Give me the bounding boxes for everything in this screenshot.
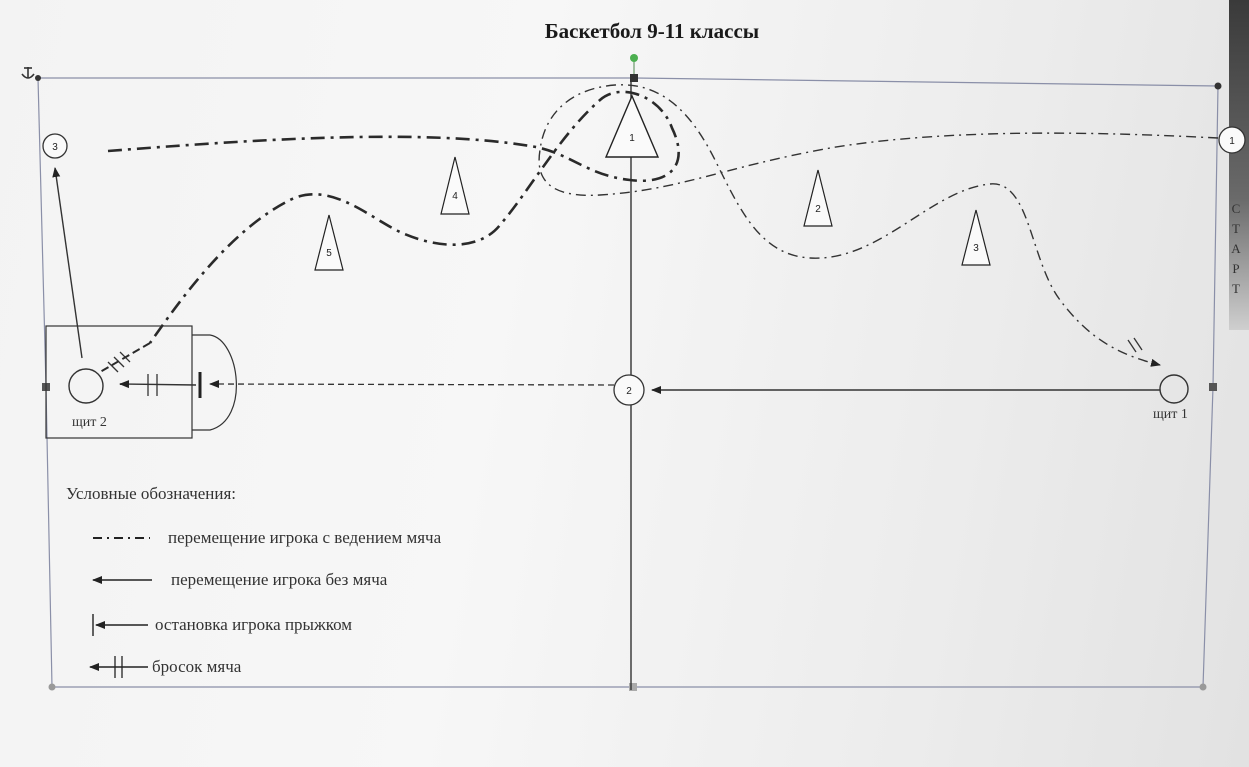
- svg-text:С: С: [1232, 201, 1241, 216]
- cone-1: [604, 94, 660, 158]
- svg-text:Т: Т: [1232, 281, 1240, 296]
- marker-circle-1-label: 1: [1229, 136, 1235, 147]
- cone-3-label: 3: [973, 243, 979, 254]
- screen-bezel: [1229, 0, 1249, 330]
- hoop-right: [1159, 374, 1189, 404]
- resize-handle-top-right[interactable]: [1214, 82, 1222, 90]
- resize-handle-bottom-left[interactable]: [48, 683, 56, 691]
- legend-item-throw: бросок мяча: [89, 656, 242, 678]
- resize-handle-right[interactable]: [1209, 383, 1217, 391]
- svg-text:перемещение игрока с ведением: перемещение игрока с ведением мяча: [168, 528, 442, 547]
- cone-4: [440, 156, 470, 215]
- board-label-right: щит 1: [1153, 407, 1188, 422]
- svg-text:А: А: [1231, 241, 1241, 256]
- svg-text:Р: Р: [1232, 261, 1239, 276]
- marker-circle-3: [42, 133, 68, 159]
- anchor-icon[interactable]: [21, 67, 35, 79]
- hoop-left: [68, 368, 104, 404]
- anchor-point: [35, 75, 41, 81]
- shot-arrow-up: [52, 167, 83, 359]
- rotate-handle[interactable]: [630, 54, 638, 62]
- throw-mark-right: [1127, 339, 1137, 353]
- run-arrow-left-dashed: [209, 380, 615, 389]
- marker-circle-2-label: 2: [626, 386, 632, 397]
- throw-mark-left: [107, 361, 119, 373]
- resize-handle-top[interactable]: [630, 74, 638, 82]
- cone-1-label: 1: [629, 133, 635, 144]
- marker-circle-1: [1218, 126, 1246, 154]
- cone-5-label: 5: [326, 248, 332, 259]
- board-label-left: щит 2: [72, 415, 107, 430]
- pass-to-board2: [99, 342, 151, 373]
- throw-mark-right-2: [1133, 337, 1143, 351]
- legend-item-dribble: перемещение игрока с ведением мяча: [93, 528, 442, 547]
- svg-text:остановка игрока прыжком: остановка игрока прыжком: [155, 615, 352, 634]
- cone-2-label: 2: [815, 204, 821, 215]
- resize-handle-bottom[interactable]: [629, 683, 637, 691]
- cone-4-label: 4: [452, 191, 458, 202]
- legend-item-run: перемещение игрока без мяча: [92, 570, 388, 589]
- diagram-title: Баскетбол 9-11 классы: [545, 19, 759, 43]
- svg-text:перемещение игрока без мяча: перемещение игрока без мяча: [171, 570, 388, 589]
- marker-circle-3-label: 3: [52, 142, 58, 153]
- key-area-left: [45, 325, 193, 439]
- resize-handle-bottom-right[interactable]: [1199, 683, 1207, 691]
- dribble-path-right: [538, 84, 1219, 367]
- dribble-path-top: [107, 90, 680, 344]
- throw-arrow-left: [119, 380, 197, 389]
- start-label: С Т А Р Т: [1231, 201, 1241, 296]
- free-throw-arc-left: [192, 334, 237, 431]
- svg-text:Т: Т: [1232, 221, 1240, 236]
- cone-5: [314, 214, 344, 271]
- svg-text:бросок мяча: бросок мяча: [152, 657, 242, 676]
- cone-2: [803, 169, 833, 227]
- marker-circle-2: [613, 374, 645, 406]
- cone-3: [961, 209, 991, 266]
- legend-item-stop: остановка игрока прыжком: [92, 614, 352, 636]
- legend-heading: Условные обозначения:: [66, 484, 236, 503]
